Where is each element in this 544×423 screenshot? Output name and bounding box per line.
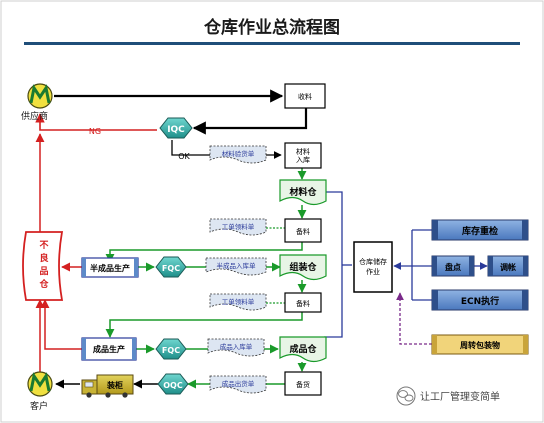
ecn-edge-right [522,290,528,310]
ship-form-doc [209,375,267,394]
adjust-edge-right [523,256,528,276]
title-underline [24,42,520,45]
stocktake-edge-left [432,256,437,276]
work-order-2-label: 工单领料单 [222,297,255,306]
receive-material-label: 收料 [298,92,312,101]
warehouse-ops-label: 仓库储存作业 [359,258,387,276]
fg-wh-label: 成品仓 [289,343,317,355]
arrow-packaging [396,292,432,345]
ng-label: NG [89,127,101,136]
ecn-label: ECN执行 [461,295,499,307]
iqc-node [159,117,193,139]
arrow-prep1-semi [105,242,303,263]
assembly-wh-node [279,254,327,281]
inventory-check-label: 库存重检 [462,225,498,237]
prep-2-box [284,292,322,313]
work-order-1-doc [209,218,267,236]
receive-material-box [284,83,326,109]
defect-wh-label: 不良品仓 [39,241,49,290]
wechat-logo-icon [396,386,416,406]
inventory-check-edge-right [522,220,528,240]
ship-prep-box [284,371,322,396]
semi-in-form-doc [205,257,267,276]
oqc-node [157,373,189,395]
arrow-receive-iqc [192,108,308,135]
fg-in-form-doc [207,338,265,357]
prep-2-label: 备料 [296,299,310,308]
fg-wh-node [279,336,327,363]
material-wh-label: 材料仓 [288,186,317,198]
fqc-1-label: FQC [162,264,180,273]
semi-in-form-label: 半成品入库单 [217,261,257,270]
arrow-prep2-fg [105,312,303,338]
semi-production-label: 半成品生产 [90,263,130,273]
ship-form-label: 成品出货单 [222,379,255,388]
prep-1-box [284,218,322,243]
semi-production-edge-right [134,258,138,277]
customer-label: 客户 [30,400,48,412]
stocktake-label: 盘点 [445,262,461,272]
fg-in-form-label: 成品入库单 [220,342,253,351]
packaging-edge-left [432,335,437,354]
material-form-doc [209,145,267,164]
ship-prep-label: 备货 [296,380,310,389]
material-form-label: 材料验货单 [222,149,255,158]
adjust-label: 调帐 [500,262,516,272]
work-order-2-doc [209,293,267,311]
adjust-edge-left [488,256,493,276]
semi-production-edge-left [82,258,86,277]
supplier-label: 供应商 [21,110,48,122]
watermark-text: 让工厂管理变简单 [420,390,500,403]
ok-label: OK [178,152,190,161]
assembly-wh-label: 组装仓 [289,261,317,273]
stocktake-edge-right [469,256,474,276]
oqc-label: OQC [163,381,183,390]
material-in-label: 材料入库 [296,147,310,164]
page-title: 仓库作业总流程图 [203,17,340,38]
customer-node [27,371,53,397]
fqc-2-node [155,338,187,360]
supplier-node [27,83,53,109]
material-in-text: 材料入库 [296,147,310,164]
truck-label: 装柜 [106,380,123,390]
packaging-label: 周转包装物 [460,340,500,350]
iqc-label: IQC [167,125,185,135]
fqc-2-label: FQC [162,346,180,355]
material-wh-node [279,179,327,206]
defect-wh-text: 不良品仓 [39,241,49,290]
inventory-check-edge-left [432,220,438,240]
prep-1-label: 备料 [296,227,310,236]
fg-production-label: 成品生产 [93,344,125,354]
truck-icon [81,374,134,398]
ecn-edge-left [432,290,438,310]
packaging-edge-right [523,335,528,354]
fg-production-edge-left [82,338,86,360]
fg-production-edge-right [132,338,136,360]
warehouse-ops-box [353,241,393,293]
arrow-ng-supplier [35,113,157,131]
defect-wh-node [22,231,64,301]
warehouse-ops-text: 仓库储存作业 [359,258,387,276]
material-in-box [284,142,322,169]
work-order-1-label: 工单领料单 [222,222,255,231]
fqc-1-node [155,256,187,278]
arrow-fg-defect [40,299,82,350]
